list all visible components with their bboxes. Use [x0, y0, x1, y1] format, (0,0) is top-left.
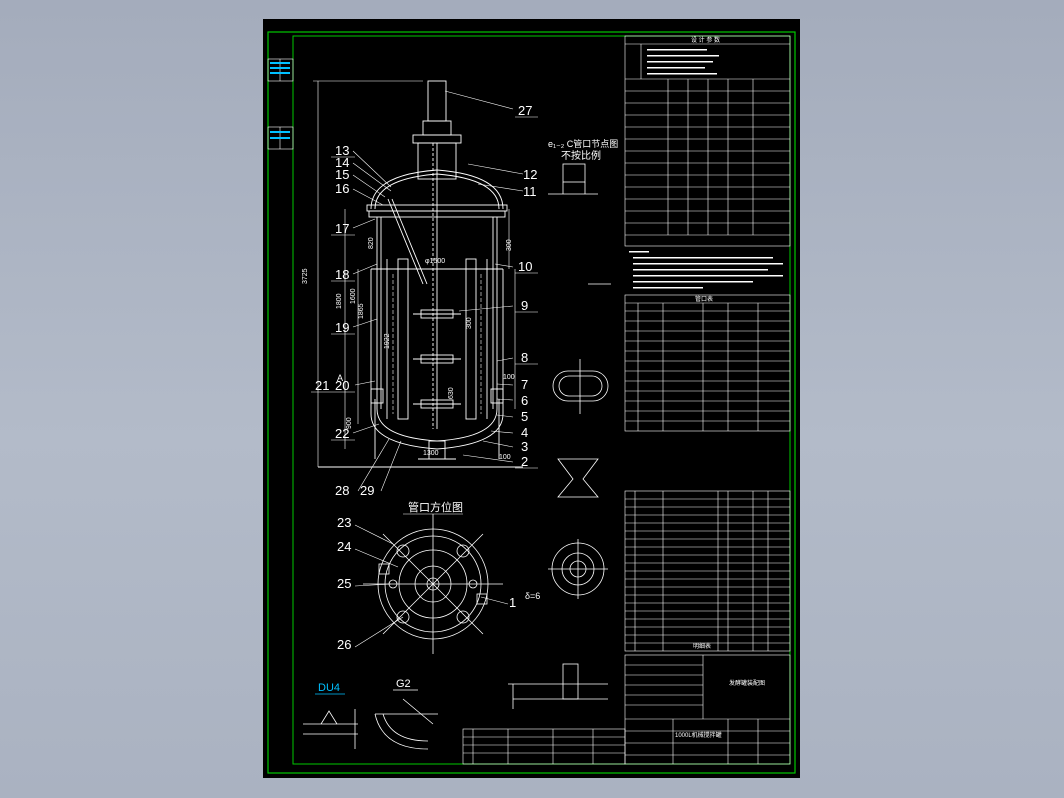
callout-15: 15 [335, 167, 349, 182]
detail-support [508, 663, 608, 709]
dim-1922: 1922 [384, 333, 391, 349]
callout-20: 20 [335, 378, 349, 393]
scale-note-title: e₁₋₂ C管口节点图 [548, 138, 618, 149]
parts-list-title: 明细表 [693, 642, 711, 650]
parts-list-table [624, 490, 791, 652]
callout-19: 19 [335, 320, 349, 335]
callout-17: 17 [335, 221, 349, 236]
callout-numbers-left: 13 14 15 16 17 18 19 20 21 22 28 29 [315, 143, 374, 498]
title-block-drawing-title: 发酵罐装配图 [729, 679, 765, 687]
callout-28: 28 [335, 483, 349, 498]
callout-13: 13 [335, 143, 349, 158]
design-data-filler [647, 49, 719, 75]
dim-1600: 1600 [350, 288, 357, 304]
callout-8: 8 [521, 350, 528, 365]
callout-leaders [352, 90, 524, 492]
dim-1800: 1800 [336, 293, 343, 309]
callout-27: 27 [518, 103, 532, 118]
callout-underlines [311, 116, 538, 469]
dim-820: 820 [368, 237, 375, 249]
callout-21: 21 [315, 378, 329, 393]
vessel-dimension-lines [313, 80, 516, 467]
callout-29: 29 [360, 483, 374, 498]
dim-300: 300 [506, 239, 513, 251]
callout-10: 10 [518, 259, 532, 274]
callout-25: 25 [337, 576, 351, 591]
dim-overall-height: 3725 [302, 268, 309, 284]
dim-100-a: 100 [503, 374, 515, 381]
plan-callout-leaders [354, 524, 509, 648]
design-data-table [624, 35, 791, 247]
detail-sight-glass [557, 458, 599, 498]
detail-du4-label: DU4 [318, 682, 340, 694]
dim-100-b: 100 [499, 454, 511, 461]
dim-phi1500: φ1500 [425, 258, 445, 265]
engineering-drawing: 13 14 15 16 17 18 19 20 21 22 28 29 27 1… [267, 31, 796, 774]
section-a-label: A [337, 373, 343, 383]
detail-flange [548, 539, 608, 599]
callout-9: 9 [521, 298, 528, 313]
dim-300-b: 300 [466, 317, 473, 329]
left-margin-accent-marks [270, 62, 290, 139]
callout-18: 18 [335, 267, 349, 282]
detail-nozzle-c [548, 163, 611, 285]
callout-numbers-right: 27 12 11 10 9 8 7 6 5 4 3 2 [518, 103, 537, 469]
callout-2: 2 [521, 454, 528, 469]
callout-23: 23 [337, 515, 351, 530]
dim-1865: 1865 [358, 303, 365, 319]
title-block-name: 1000L机械搅拌罐 [675, 731, 722, 739]
scale-note: 不按比例 [561, 149, 601, 162]
dim-630: 630 [448, 387, 455, 399]
dim-delta: δ=6 [525, 591, 540, 601]
callout-12: 12 [523, 167, 537, 182]
callout-16: 16 [335, 181, 349, 196]
vessel-elevation [318, 80, 523, 468]
design-data-title: 设 计 参 数 [691, 36, 720, 44]
callout-11: 11 [523, 184, 537, 199]
drawing-sheet: 13 14 15 16 17 18 19 20 21 22 28 29 27 1… [263, 19, 800, 778]
detail-manhole [552, 359, 609, 414]
callout-14: 14 [335, 155, 349, 170]
title-block [624, 654, 791, 765]
callout-5: 5 [521, 409, 528, 424]
callout-26: 26 [337, 637, 351, 652]
callout-1: 1 [509, 595, 516, 610]
nozzle-plan-view [363, 514, 503, 654]
weld-detail-g2 [374, 698, 438, 750]
callout-7: 7 [521, 377, 528, 392]
callout-3: 3 [521, 439, 528, 454]
weld-detail-du4 [303, 709, 358, 749]
revision-table [462, 728, 626, 765]
callout-6: 6 [521, 393, 528, 408]
nozzle-table [624, 294, 791, 432]
callout-22: 22 [335, 426, 349, 441]
plan-callout-numbers: 23 24 25 26 1 [337, 515, 516, 652]
nozzle-table-title: 管口表 [695, 295, 713, 303]
dim-900: 900 [346, 417, 353, 429]
callout-24: 24 [337, 539, 351, 554]
detail-g2-label: G2 [396, 678, 411, 690]
dim-1300: 1300 [423, 450, 439, 457]
outer-frame [267, 31, 796, 774]
dimension-texts: 3725 1600 1865 1800 900 820 300 100 1922… [302, 237, 515, 461]
callout-4: 4 [521, 425, 528, 440]
nozzle-view-title: 管口方位图 [408, 500, 463, 514]
notes-block [629, 251, 783, 289]
